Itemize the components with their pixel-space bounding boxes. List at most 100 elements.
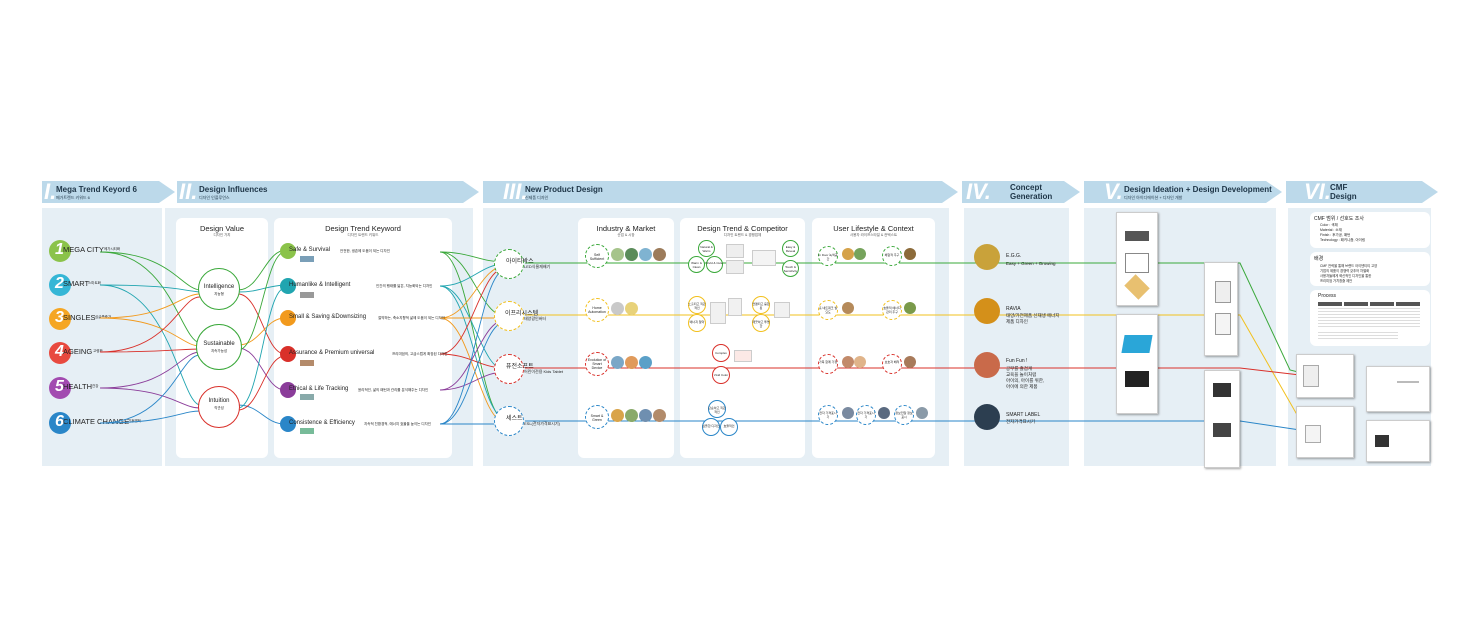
concept-desc: 교육을 놀이처럼	[1006, 372, 1037, 377]
trend-node	[712, 344, 730, 362]
industry-image	[611, 356, 624, 369]
trend-node-label: Complex	[715, 351, 727, 355]
doc-render	[1397, 381, 1419, 383]
industry-label: Self Sufficient	[589, 253, 605, 261]
megatrend-label: CLIMATE CHANGE	[63, 417, 130, 426]
industry-image	[625, 356, 638, 369]
process-content	[1318, 308, 1420, 328]
header-number: III.	[503, 179, 528, 204]
user-node	[882, 246, 902, 266]
industry-circle	[585, 405, 609, 429]
megatrend-korean: 기후변화	[128, 419, 141, 423]
keyword-label: Small & Saving &Downsizing	[289, 314, 367, 320]
value-label: Sustainable	[203, 341, 235, 347]
megatrend-number: 4	[55, 343, 64, 360]
keyword-label: Consistence & Efficiency	[289, 420, 355, 426]
keyword-bullet	[280, 310, 296, 326]
user-node	[894, 405, 914, 425]
concept-desc: 전자가격표시기	[1006, 419, 1035, 424]
trend-node	[752, 296, 770, 314]
user-node	[818, 405, 838, 425]
header-mega-trend: I. Mega Trend Keyord 6 메가트렌드 키워드 6	[42, 181, 175, 203]
header-title: Mega Trend Keyord 6	[56, 185, 137, 194]
value-korean: 지능형	[214, 292, 224, 296]
header-title: Design Ideation + Design Development	[1124, 185, 1272, 194]
concept-name: SMART LABEL	[1006, 412, 1041, 418]
user-node-label: 보호자 배려	[884, 360, 900, 364]
value-label: Intuition	[208, 398, 230, 404]
keyword-korean: 안전한, 생존에 도움이 되는 디자인	[340, 248, 390, 253]
header-number: VI.	[1304, 179, 1331, 204]
trend-node	[706, 256, 723, 273]
industry-image	[611, 302, 624, 315]
trend-node	[688, 314, 706, 332]
keyword-bullet	[280, 346, 296, 362]
megatrend-korean: 싱글족증가	[95, 315, 112, 319]
product-name: 아이티박스	[506, 259, 534, 265]
header-subtitle: 디자인 인플루언스	[199, 195, 230, 200]
megatrend-number-circle	[49, 377, 71, 399]
product-sub: 태양광인버터	[524, 316, 547, 321]
megatrend-label: SMART	[63, 279, 90, 288]
product-sub: 어린이전용 Kids Tablet	[524, 369, 564, 374]
industry-image	[639, 248, 652, 261]
trend-node-label: Vivid & Cute	[706, 261, 723, 265]
trend-image	[734, 350, 752, 362]
concept-desc: 제품 디자인	[1006, 319, 1028, 324]
cmf-bg-line: 사용자들에게 혁신적인 디자인을 통한	[1320, 274, 1372, 278]
trend-node	[688, 256, 705, 273]
concept-desc: 공부를 즐겁게	[1006, 366, 1033, 371]
value-label: Intelligence	[203, 284, 235, 290]
industry-image	[653, 248, 666, 261]
keyword-korean: 인간의 행태를 닮은, 지능화되는 디자인	[376, 283, 433, 288]
product-node	[494, 406, 524, 436]
keyword-image	[300, 428, 314, 434]
ideation-doc-smartlabel	[1204, 370, 1240, 468]
process-step	[1344, 302, 1368, 306]
doc-render	[1215, 313, 1231, 335]
trend-node-label: Easy & Reveal	[785, 245, 796, 253]
product-sub: ESL(전자가격표시기)	[524, 421, 560, 426]
process-step	[1318, 302, 1342, 306]
megatrend-number-circle	[49, 240, 71, 262]
doc-render	[1125, 231, 1149, 241]
keyword-korean: 절약하는, 축소지향적 삶에 도움이 되는 디자인	[378, 315, 446, 320]
cmf-doc-1	[1296, 354, 1354, 398]
megatrend-label: MEGA CITY	[63, 245, 104, 254]
concept-desc: 아이에 의한 제품	[1006, 384, 1038, 389]
cmf-bg-line: 프리미엄 가치창출 제안	[1320, 279, 1353, 283]
megatrend-korean: 메가시티화	[104, 247, 121, 251]
industry-image	[639, 409, 652, 422]
header-design-influences: II. Design Influences 디자인 인플루언스	[177, 181, 479, 203]
concept-image-smartlabel	[974, 404, 1000, 430]
trend-node	[698, 240, 715, 257]
user-node-label: In Door 녹색공간	[818, 253, 838, 261]
header-title: CMF	[1330, 183, 1348, 192]
header-number: II.	[179, 179, 198, 204]
product-node	[494, 301, 524, 331]
header-new-product-design: III. New Product Design 신제품 디자인	[483, 181, 958, 203]
keyword-bullet	[280, 278, 296, 294]
product-sub: LED식물재배기	[524, 264, 551, 269]
user-image	[904, 302, 916, 314]
megatrend-number-circle	[49, 308, 71, 330]
keyword-image	[300, 256, 314, 262]
industry-label: Evolution of Smart Device	[587, 358, 607, 370]
trend-node-label: 노출되고 직관적인	[688, 302, 706, 310]
industry-circle	[585, 244, 609, 268]
megatrend-number-circle	[49, 412, 71, 434]
product-node	[494, 354, 524, 384]
user-node	[818, 246, 838, 266]
header-subtitle: 신제품 디자인	[525, 195, 549, 200]
trend-image	[726, 260, 744, 274]
concept-image-ravia	[974, 298, 1000, 324]
keyword-label: Humanlike & Intelligent	[289, 282, 351, 288]
product-name: 퓨전소프트	[506, 364, 534, 370]
doc-render	[1124, 274, 1150, 300]
column-title-user: User Lifestyle & Context	[833, 224, 914, 233]
cmf-bg-line: 기업의 제품이 경쟁력 갖추어 차별화	[1320, 269, 1370, 273]
user-node-label: 가족 함께 가정	[818, 360, 838, 364]
user-node-label: 체험적 추구	[884, 253, 900, 257]
column-subtitle-user: 사용자 라이프스타일 & 컨텍스트	[849, 233, 898, 237]
header-subtitle: 디자인 아이디에이션 + 디자인 개발	[1124, 195, 1183, 200]
